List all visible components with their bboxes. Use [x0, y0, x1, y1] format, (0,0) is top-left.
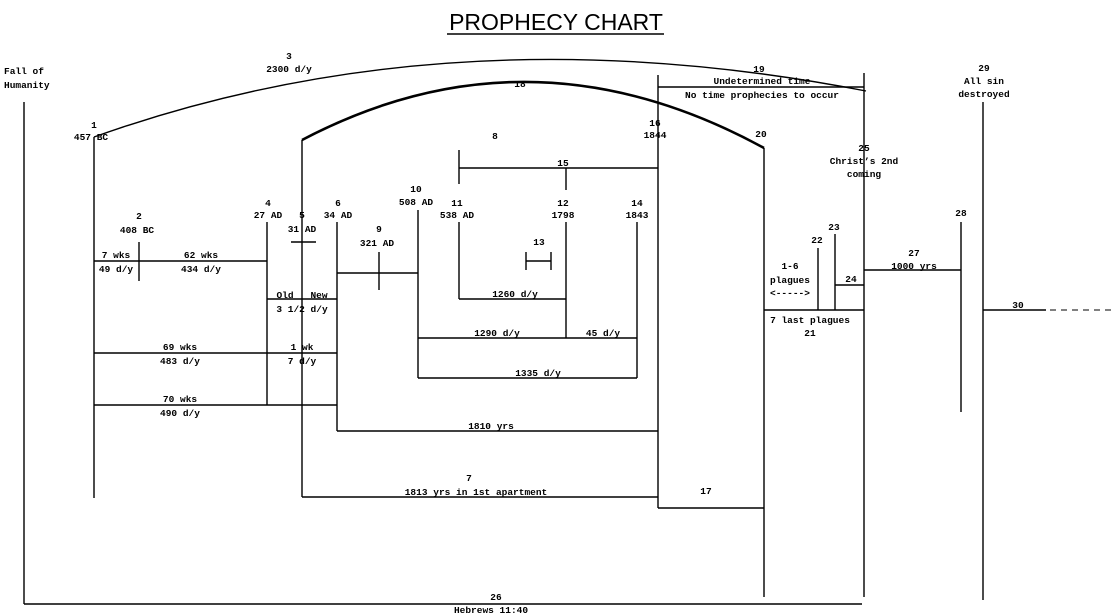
label-45dy: 45 d/y: [586, 328, 621, 339]
label-9: 9: [376, 224, 382, 235]
label-17: 17: [700, 486, 712, 497]
label-21: 21: [804, 328, 816, 339]
label-new: New: [310, 290, 327, 301]
label-1335dy: 1335 d/y: [515, 368, 561, 379]
label-12: 12: [557, 198, 569, 209]
label-20: 20: [755, 129, 767, 140]
label-14-date: 1843: [626, 210, 649, 221]
label-7dy: 7 d/y: [288, 356, 317, 367]
label-4: 4: [265, 198, 271, 209]
label-15: 15: [557, 158, 569, 169]
label-28: 28: [955, 208, 967, 219]
label-1wk: 1 wk: [291, 342, 314, 353]
label-8: 8: [492, 131, 498, 142]
label-11-date: 538 AD: [440, 210, 475, 221]
label-483dy: 483 d/y: [160, 356, 200, 367]
label-26: 26: [490, 592, 502, 603]
label-70wks: 70 wks: [163, 394, 198, 405]
label-2: 2: [136, 211, 142, 222]
label-49dy: 49 d/y: [99, 264, 134, 275]
label-6-date: 34 AD: [324, 210, 353, 221]
label-christ-1: Christ’s 2nd: [830, 156, 899, 167]
label-10-date: 508 AD: [399, 197, 434, 208]
label-undetermined: Undetermined time: [714, 76, 811, 87]
label-25: 25: [858, 143, 870, 154]
label-destroyed: destroyed: [958, 89, 1010, 100]
label-5-date: 31 AD: [288, 224, 317, 235]
label-christ-2: coming: [847, 169, 882, 180]
label-62wks: 62 wks: [184, 250, 219, 261]
label-1-date: 457 BC: [74, 132, 109, 143]
label-27: 27: [908, 248, 920, 259]
arc-2300-days: [93, 58, 867, 138]
label-24: 24: [845, 274, 857, 285]
label-29: 29: [978, 63, 990, 74]
label-1: 1: [91, 120, 97, 131]
chart-title: PROPHECY CHART: [449, 9, 663, 35]
label-1290dy: 1290 d/y: [474, 328, 520, 339]
label-16: 16: [649, 118, 661, 129]
label-7wks: 7 wks: [102, 250, 131, 261]
label-11: 11: [451, 198, 463, 209]
label-10: 10: [410, 184, 422, 195]
fall-label-2: Humanity: [4, 80, 50, 91]
label-1810yrs: 1810 yrs: [468, 421, 514, 432]
label-plagues-1-6: 1-6: [781, 261, 798, 272]
label-5: 5: [299, 210, 305, 221]
label-all-sin: All sin: [964, 76, 1004, 87]
label-4-date: 27 AD: [254, 210, 283, 221]
label-1000-yrs: 1000 yrs: [891, 261, 937, 272]
label-3-half-dy: 3 1/2 d/y: [276, 304, 328, 315]
label-2-date: 408 BC: [120, 225, 155, 236]
label-22: 22: [811, 235, 823, 246]
label-plagues: plagues: [770, 275, 810, 286]
label-16-date: 1844: [644, 130, 667, 141]
label-23: 23: [828, 222, 840, 233]
label-1813yrs: 1813 yrs in 1st apartment: [405, 487, 548, 498]
label-1260dy: 1260 d/y: [492, 289, 538, 300]
label-2300dy: 2300 d/y: [266, 64, 312, 75]
fall-label-1: Fall of: [4, 66, 44, 77]
label-490dy: 490 d/y: [160, 408, 200, 419]
label-7-last-plagues: 7 last plagues: [770, 315, 850, 326]
label-18: 18: [514, 79, 526, 90]
label-434dy: 434 d/y: [181, 264, 221, 275]
arc-sanctuary: [301, 80, 765, 150]
label-old: Old: [276, 290, 293, 301]
label-9-date: 321 AD: [360, 238, 395, 249]
label-no-time: No time prophecies to occur: [685, 90, 839, 101]
label-19: 19: [753, 64, 765, 75]
label-13: 13: [533, 237, 545, 248]
label-3: 3: [286, 51, 292, 62]
label-30: 30: [1012, 300, 1024, 311]
label-12-date: 1798: [552, 210, 575, 221]
label-6: 6: [335, 198, 341, 209]
label-14: 14: [631, 198, 643, 209]
label-7: 7: [466, 473, 472, 484]
label-hebrews: Hebrews 11:40: [454, 605, 528, 616]
label-plague-arrow: <----->: [770, 288, 810, 299]
label-69wks: 69 wks: [163, 342, 198, 353]
